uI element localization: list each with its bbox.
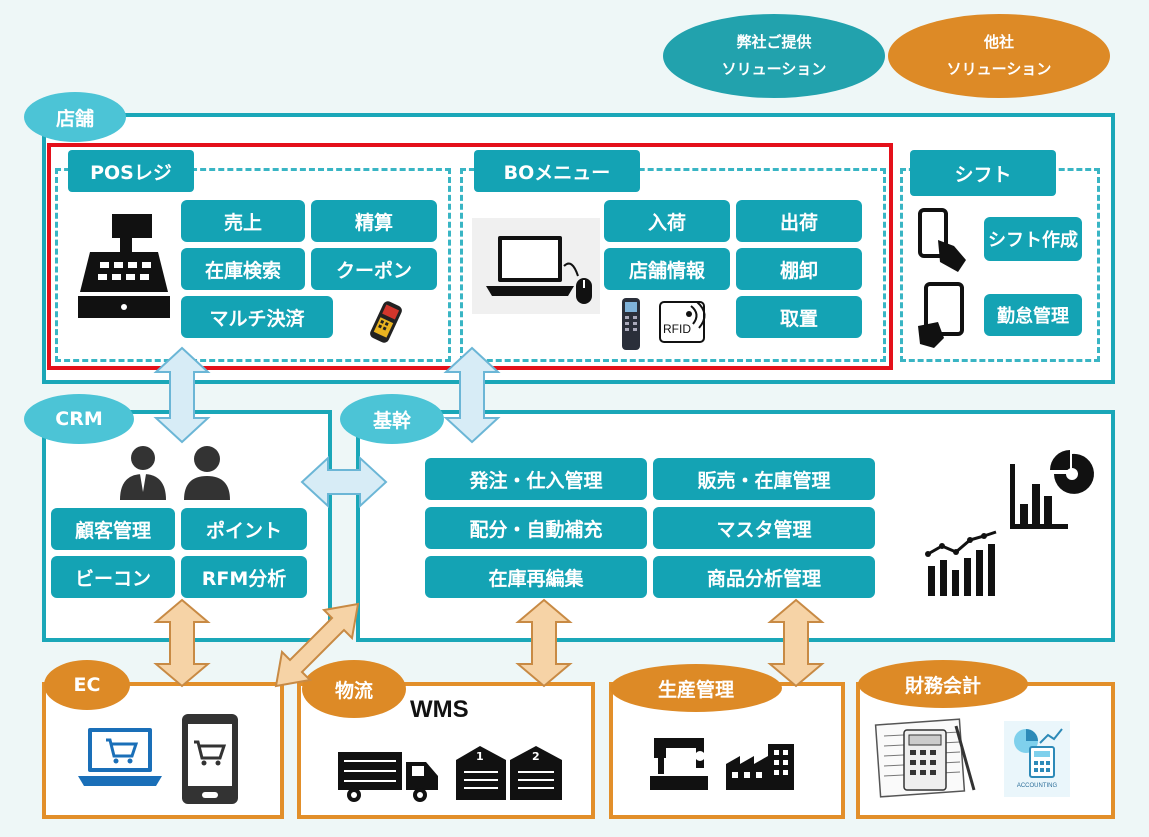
shift-title: シフト: [910, 150, 1056, 196]
core-label-text: 基幹: [372, 409, 411, 432]
rfid-tag: RFID: [657, 296, 715, 346]
pos-button-stock-search[interactable]: 在庫検索: [181, 248, 305, 290]
shift-title-text: シフト: [954, 163, 1012, 186]
pos-button-sales[interactable]: 売上: [181, 200, 305, 242]
shift-button-attendance[interactable]: 勤怠管理: [984, 294, 1082, 336]
legend-other: 他社 ソリューション: [888, 14, 1110, 98]
legend-in-house-line2: ソリューション: [721, 60, 827, 78]
bo-title: BOメニュー: [474, 150, 640, 192]
laptop-cart-icon: [78, 728, 162, 786]
laptop-image: [472, 218, 600, 314]
truck-icon: [338, 752, 438, 802]
accounting-icon: [1014, 728, 1063, 778]
finance-label: 財務会計: [858, 660, 1028, 708]
core-label: 基幹: [340, 394, 444, 444]
pos-button-multi-payment[interactable]: マルチ決済: [181, 296, 333, 338]
phone-hand-icon: [918, 208, 966, 272]
accounting-tile: ACCOUNTING: [1004, 721, 1070, 797]
crm-label-text: CRM: [55, 408, 103, 430]
store-label-text: 店舗: [55, 107, 94, 130]
sewing-machine-icon: [650, 738, 708, 790]
customer-man-icon: [120, 446, 166, 500]
laptop-mouse-icon: [486, 236, 592, 304]
pos-title: POSレジ: [68, 150, 194, 192]
core-button-restock-edit[interactable]: 在庫再編集: [425, 556, 647, 598]
core-button-ordering[interactable]: 発注・仕入管理: [425, 458, 647, 500]
tablet-hand-icon: [918, 282, 964, 348]
rfid-icon: [659, 301, 706, 343]
handheld-scanner-icon: [622, 298, 640, 350]
crm-label: CRM: [24, 394, 134, 444]
crm-button-beacon[interactable]: ビーコン: [51, 556, 175, 598]
payment-terminal-icon: [370, 301, 402, 343]
rfid-label: RFID: [663, 322, 691, 336]
calculator-sheet-icon: [874, 718, 976, 798]
ec-label: EC: [44, 660, 130, 710]
bo-panel: [460, 168, 886, 362]
bar-pie-chart-icon: [1010, 450, 1094, 529]
legend-in-house-line1: 弊社ご提供: [736, 33, 812, 51]
shift-button-create[interactable]: シフト作成: [984, 217, 1082, 261]
finance-label-text: 財務会計: [904, 674, 981, 697]
production-label: 生産管理: [610, 664, 782, 712]
legend-in-house: 弊社ご提供 ソリューション: [663, 14, 885, 98]
customer-woman-icon: [184, 446, 230, 500]
bo-button-hold[interactable]: 取置: [736, 296, 862, 338]
warehouse-number-2: 2: [532, 750, 540, 763]
warehouse-number-1: 1: [476, 750, 484, 763]
bo-button-shipping[interactable]: 出荷: [736, 200, 862, 242]
crm-button-rfm[interactable]: RFM分析: [181, 556, 307, 598]
core-button-master[interactable]: マスタ管理: [653, 507, 875, 549]
crm-button-point[interactable]: ポイント: [181, 508, 307, 550]
logistics-label: 物流: [302, 660, 406, 718]
warehouse: 1 2: [454, 742, 564, 802]
pos-panel: [55, 168, 451, 362]
legend-other-line1: 他社: [983, 33, 1014, 51]
core-button-product-analysis[interactable]: 商品分析管理: [653, 556, 875, 598]
ec-label-text: EC: [73, 674, 101, 696]
wms-label: WMS: [410, 696, 469, 723]
accounting-caption: ACCOUNTING: [1016, 783, 1058, 789]
bo-button-receiving[interactable]: 入荷: [604, 200, 730, 242]
factory-icon: [726, 744, 794, 790]
pos-button-settlement[interactable]: 精算: [311, 200, 437, 242]
legend-other-line2: ソリューション: [946, 60, 1052, 78]
smartphone-cart-icon: [182, 714, 238, 804]
core-button-allocation[interactable]: 配分・自動補充: [425, 507, 647, 549]
store-label: 店舗: [24, 92, 126, 142]
bo-button-inventory[interactable]: 棚卸: [736, 248, 862, 290]
production-label-text: 生産管理: [657, 678, 734, 701]
bo-button-store-info[interactable]: 店舗情報: [604, 248, 730, 290]
warehouse-icon: [456, 746, 562, 800]
pos-title-text: POSレジ: [90, 161, 172, 184]
crm-button-customer[interactable]: 顧客管理: [51, 508, 175, 550]
pos-button-coupon[interactable]: クーポン: [311, 248, 437, 290]
core-button-sales-stock[interactable]: 販売・在庫管理: [653, 458, 875, 500]
bo-title-text: BOメニュー: [503, 161, 611, 184]
logistics-label-text: 物流: [334, 679, 373, 702]
growth-chart-icon: [925, 530, 997, 596]
cash-register-icon: [78, 214, 170, 318]
